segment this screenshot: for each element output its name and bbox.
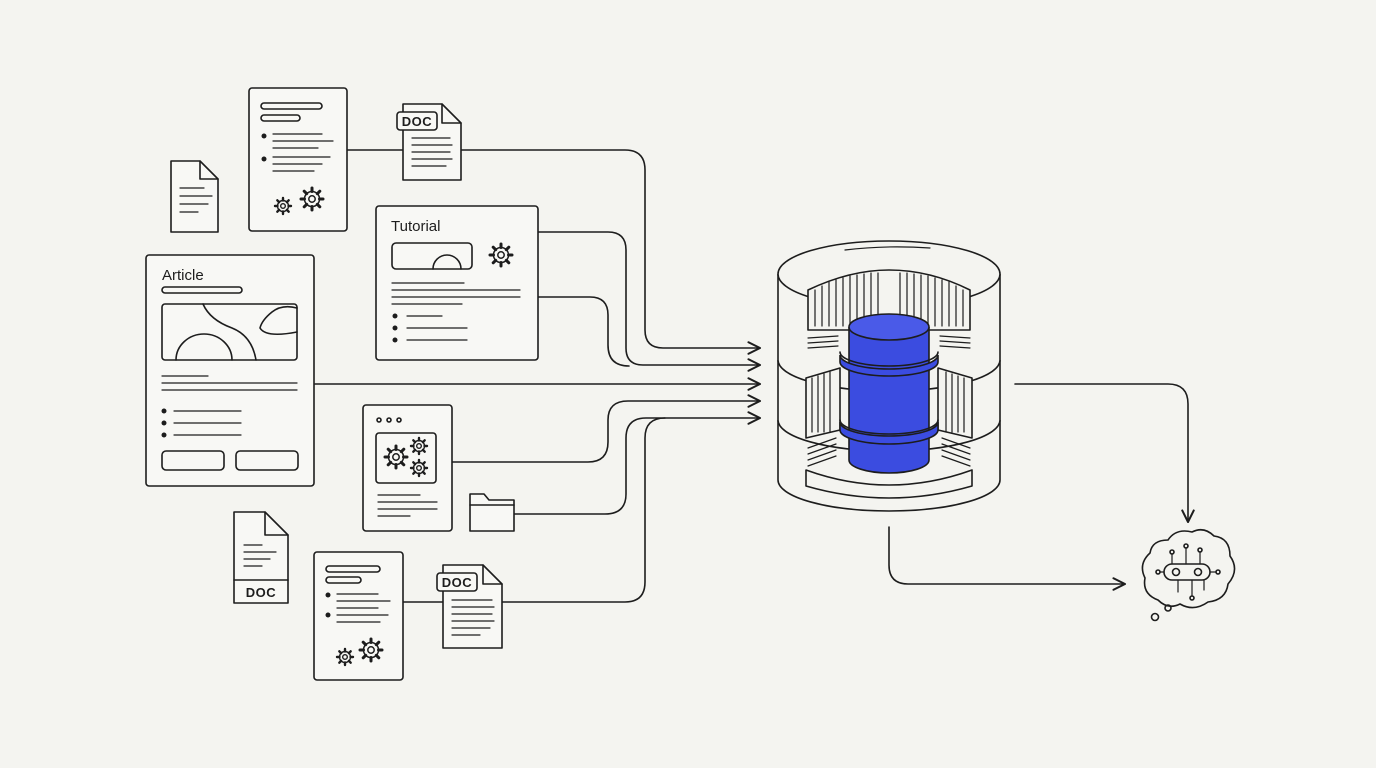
doc-file-top: DOC <box>396 103 462 181</box>
doc-file-bottom-right: DOC <box>436 564 503 649</box>
document-card-gears-top <box>248 87 348 232</box>
connector-db-to-ai-right <box>1014 383 1195 524</box>
article-button-left <box>161 450 225 471</box>
database-icon <box>777 240 1001 512</box>
document-icon <box>170 160 219 233</box>
connector-doc-top <box>459 149 762 355</box>
connector-doc-bottom <box>501 417 666 603</box>
settings-window-card <box>362 404 453 532</box>
tutorial-title: Tutorial <box>391 218 440 235</box>
doc-label: DOC <box>246 585 277 600</box>
connector-settings-card <box>451 394 762 463</box>
ai-brain-icon <box>1141 528 1236 622</box>
connectors <box>314 149 1195 603</box>
document-card-gears-bottom <box>313 551 404 681</box>
doc-label: DOC <box>402 114 433 129</box>
article-card: Article <box>145 254 315 487</box>
doc-label: DOC <box>442 575 473 590</box>
article-button-right <box>235 450 299 471</box>
article-title: Article <box>162 267 204 284</box>
connector-tutorial-lower <box>537 296 630 367</box>
doc-file-bottom-left: DOC <box>233 511 289 604</box>
connector-folder <box>513 411 762 515</box>
connector-db-to-ai-bottom <box>888 526 1127 591</box>
connector-tutorial-upper <box>537 231 762 372</box>
folder-icon <box>469 493 515 532</box>
tutorial-card: Tutorial <box>375 205 539 361</box>
